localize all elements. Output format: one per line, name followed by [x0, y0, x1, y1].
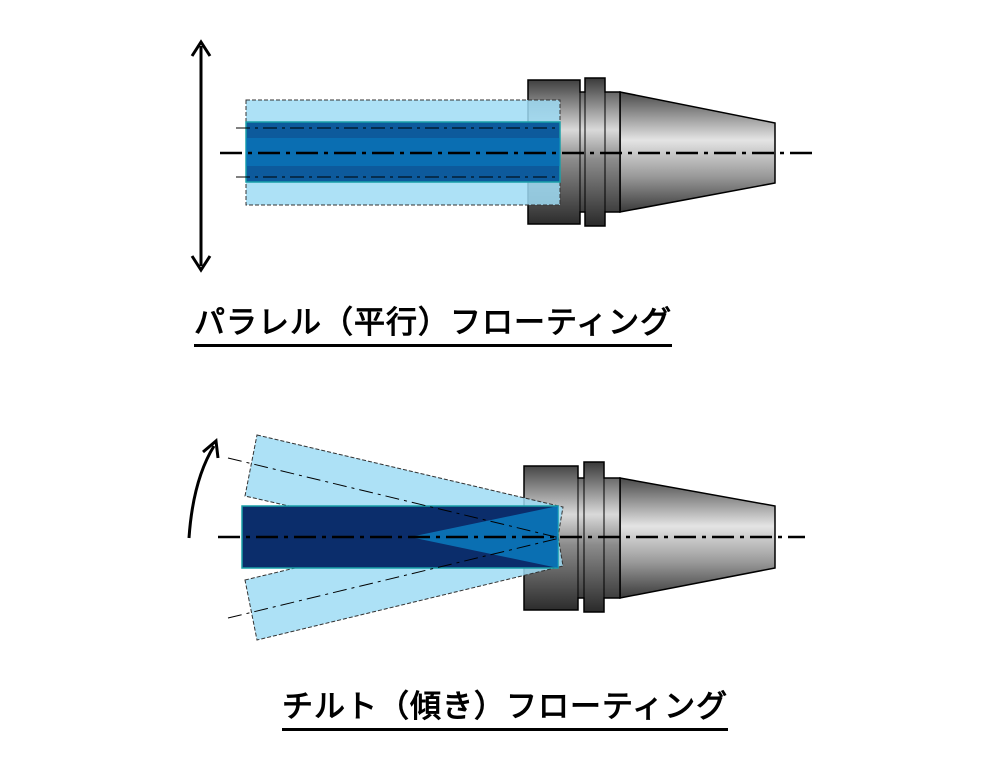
parallel-floating-figure	[190, 39, 815, 273]
tilt-floating-figure	[187, 434, 805, 641]
curved-arrow-icon	[187, 438, 220, 539]
parallel-floating-caption: パラレル（平行）フローティング	[194, 303, 673, 347]
double-headed-vertical-arrow-icon	[190, 39, 212, 273]
tilt-axis-lower	[227, 537, 561, 619]
tilt-axis-upper	[227, 457, 561, 539]
tilt-floating-caption: チルト（傾き）フローティング	[282, 687, 729, 731]
